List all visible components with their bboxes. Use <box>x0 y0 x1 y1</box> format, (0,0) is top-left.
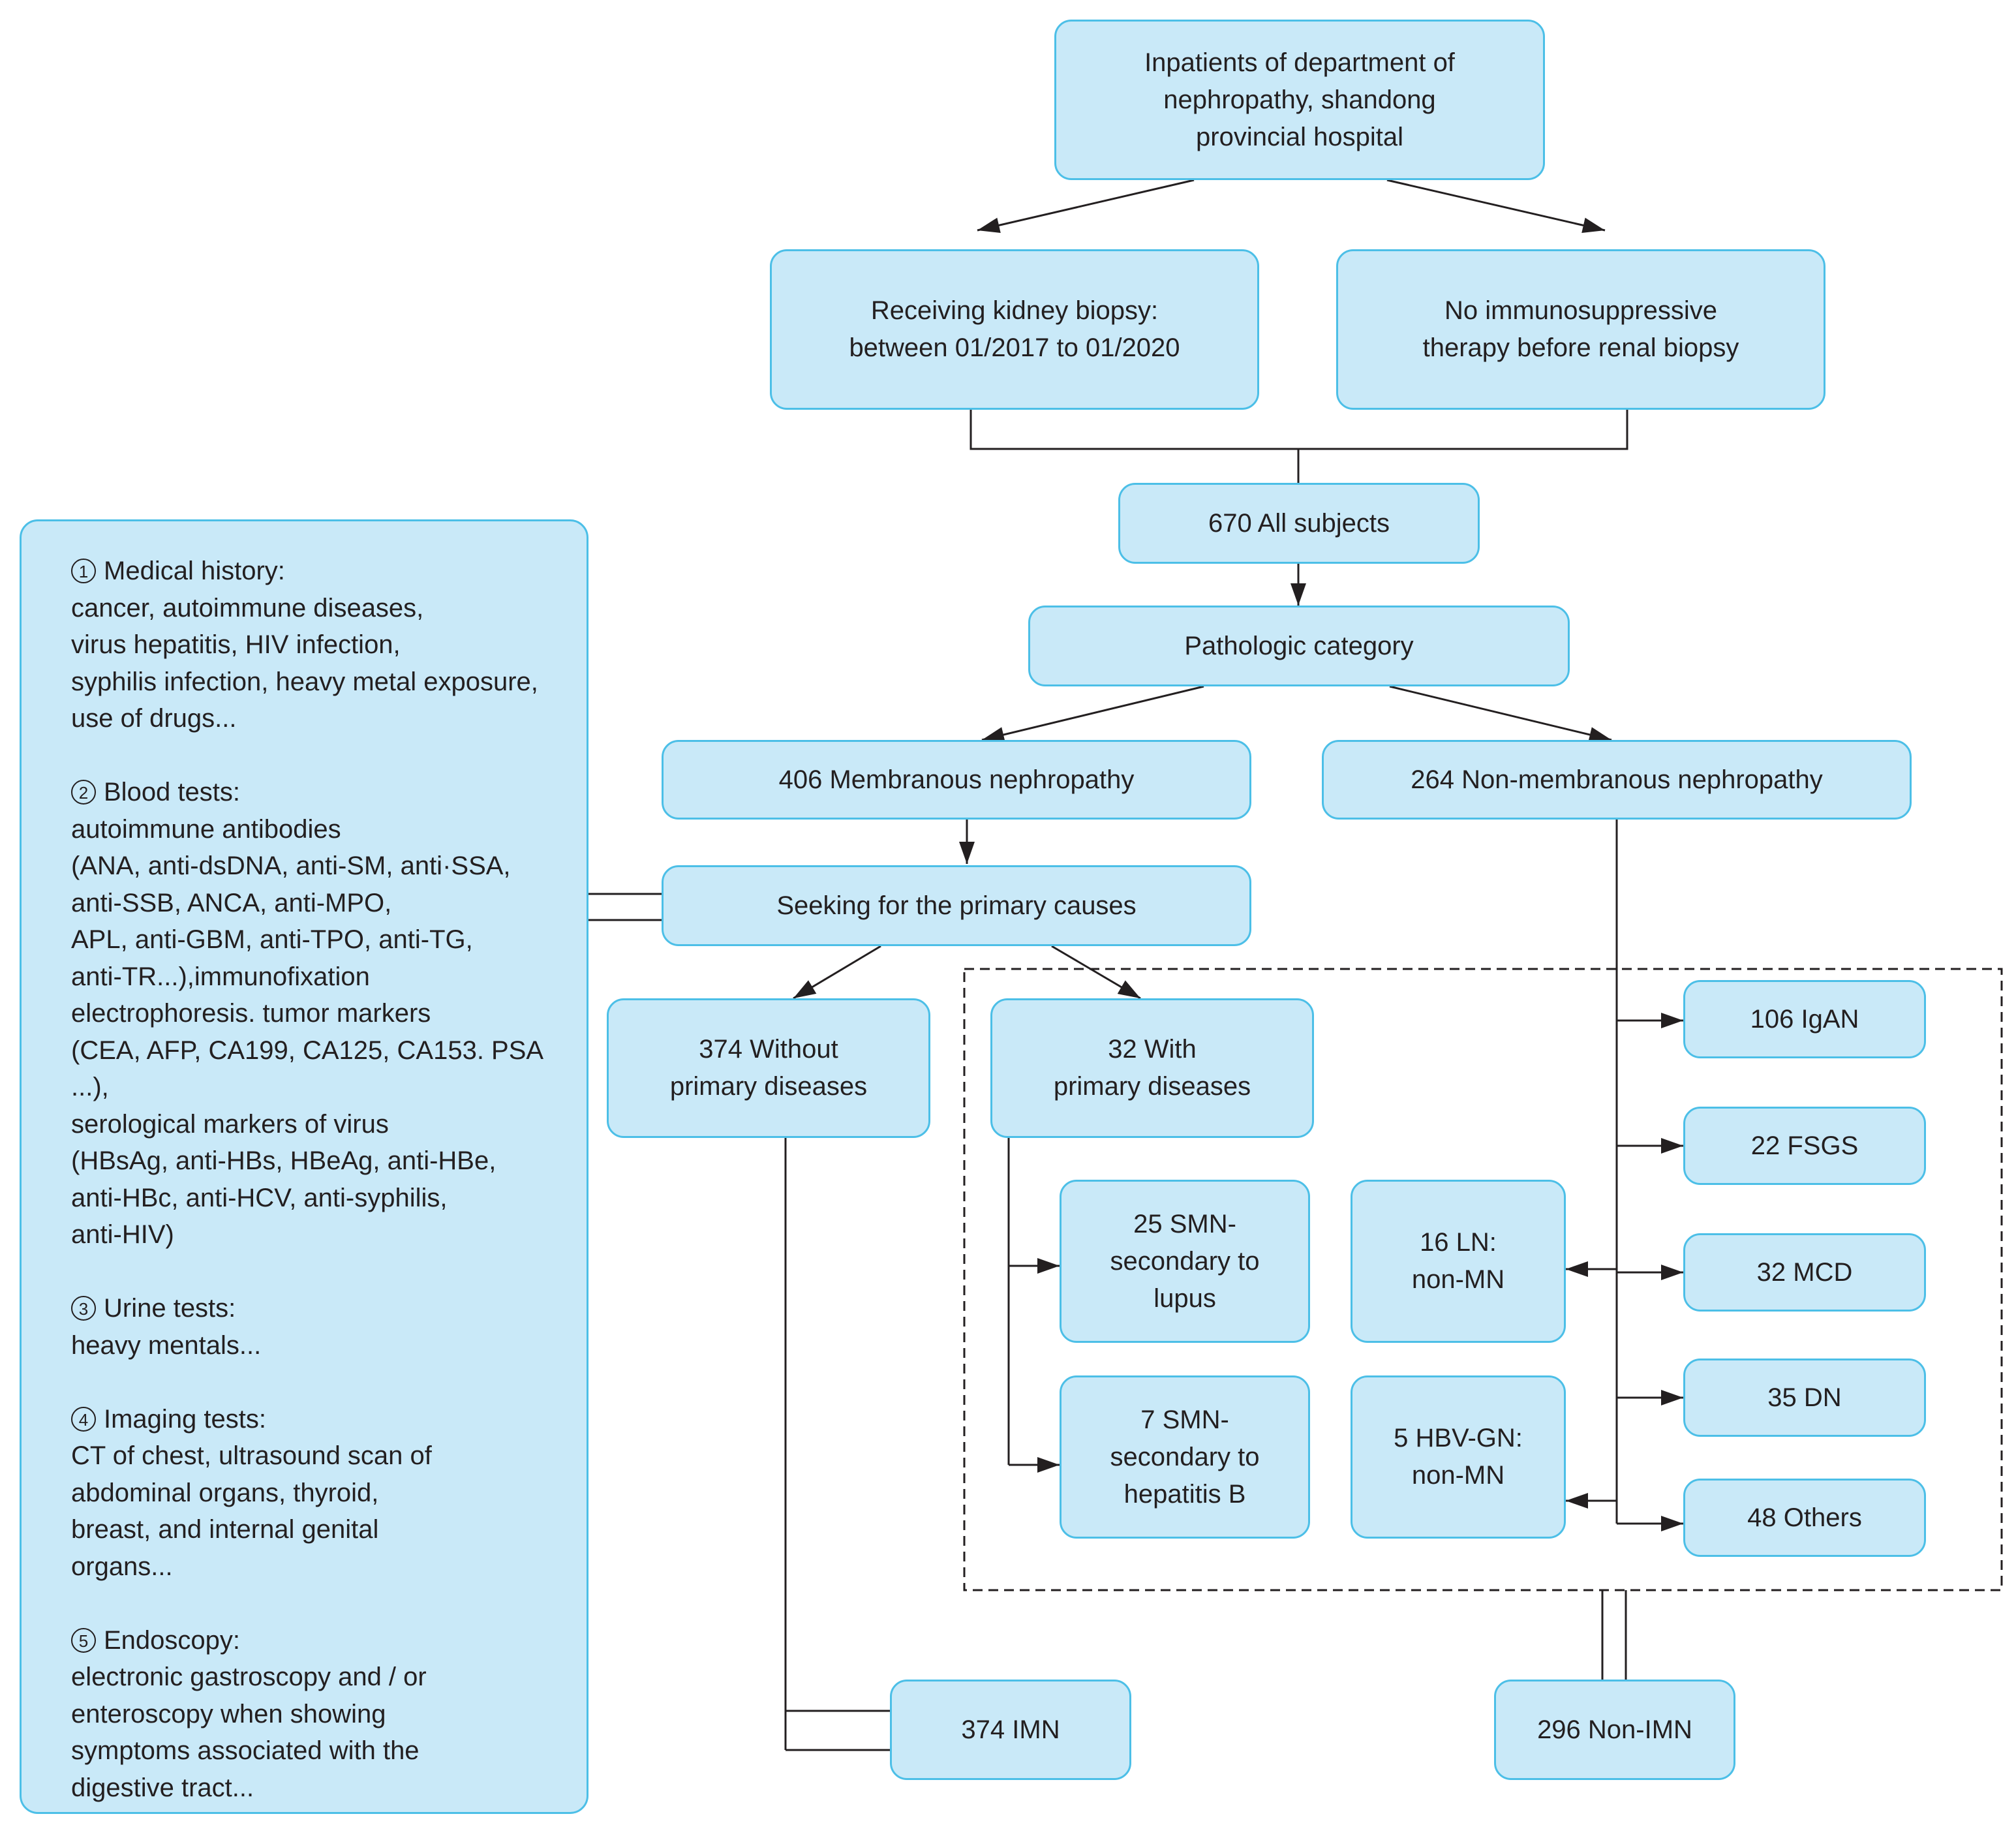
seeking-causes-box: Seeking for the primary causes <box>662 865 1251 946</box>
section-heading: 4 Imaging tests: <box>71 1401 560 1438</box>
heading-text: Urine tests: <box>104 1294 236 1323</box>
mcd-box: 32 MCD <box>1683 1233 1926 1312</box>
igan-box: 106 IgAN <box>1683 980 1926 1058</box>
section-heading: 1 Medical history: <box>71 553 560 590</box>
section-body: heavy mentals... <box>71 1330 262 1360</box>
hbv-gn-label: 5 HBV-GN: non-MN <box>1394 1424 1523 1490</box>
circled-number: 2 <box>71 780 96 805</box>
others-label: 48 Others <box>1747 1503 1862 1532</box>
imn-box: 374 IMN <box>890 1680 1131 1780</box>
dn-box: 35 DN <box>1683 1359 1926 1437</box>
no-immunosuppressive-box: No immunosuppressive therapy before rena… <box>1336 249 1825 410</box>
screening-criteria-panel: 1 Medical history: cancer, autoimmune dis… <box>20 519 588 1814</box>
with-primary-box: 32 With primary diseases <box>990 998 1314 1138</box>
dashed-group-frame <box>963 968 2003 1591</box>
smn-lupus-label: 25 SMN- secondary to lupus <box>1110 1209 1260 1313</box>
section-heading: 5 Endoscopy: <box>71 1622 560 1659</box>
dn-label: 35 DN <box>1767 1383 1842 1412</box>
section-medical-history: 1 Medical history: cancer, autoimmune dis… <box>71 553 560 737</box>
membranous-box: 406 Membranous nephropathy <box>662 740 1251 820</box>
pathologic-category-label: Pathologic category <box>1184 631 1414 660</box>
mcd-label: 32 MCD <box>1756 1257 1853 1287</box>
circled-number: 1 <box>71 559 96 583</box>
arrow-inpatients-to-no-immuno <box>1386 179 1606 234</box>
all-subjects-label: 670 All subjects <box>1208 508 1390 538</box>
section-body: CT of chest, ultrasound scan of abdomina… <box>71 1441 432 1581</box>
inpatients-label: Inpatients of department of nephropathy,… <box>1144 48 1455 151</box>
circled-number: 3 <box>71 1296 96 1321</box>
hbv-gn-box: 5 HBV-GN: non-MN <box>1351 1375 1566 1539</box>
non-imn-label: 296 Non-IMN <box>1537 1715 1692 1744</box>
section-heading: 3 Urine tests: <box>71 1290 560 1327</box>
section-body: cancer, autoimmune diseases, virus hepat… <box>71 593 538 733</box>
inpatients-box: Inpatients of department of nephropathy,… <box>1054 20 1545 180</box>
no-immunosuppressive-label: No immunosuppressive therapy before rena… <box>1422 296 1739 362</box>
circled-number: 4 <box>71 1406 96 1432</box>
section-urine-tests: 3 Urine tests: heavy mentals... <box>71 1290 560 1364</box>
pathologic-category-box: Pathologic category <box>1028 606 1570 686</box>
non-membranous-box: 264 Non-membranous nephropathy <box>1322 740 1912 820</box>
heading-text: Blood tests: <box>104 778 241 806</box>
section-imaging-tests: 4 Imaging tests: CT of chest, ultrasound … <box>71 1401 560 1586</box>
without-primary-label: 374 Without primary diseases <box>669 1035 868 1101</box>
circled-number: 5 <box>71 1627 96 1653</box>
all-subjects-box: 670 All subjects <box>1118 483 1480 564</box>
ln-box: 16 LN: non-MN <box>1351 1180 1566 1343</box>
arrow-pathologic-to-non-mn <box>1389 685 1612 743</box>
ln-label: 16 LN: non-MN <box>1411 1228 1505 1294</box>
non-imn-box: 296 Non-IMN <box>1494 1680 1735 1780</box>
section-body: electronic gastroscopy and / or enterosc… <box>71 1663 427 1802</box>
heading-text: Imaging tests: <box>104 1404 267 1434</box>
section-body: autoimmune antibodies (ANA, anti-dsDNA, … <box>71 814 542 1250</box>
section-endoscopy: 5 Endoscopy: electronic gastroscopy and /… <box>71 1622 560 1807</box>
section-heading: 2 Blood tests: <box>71 774 560 811</box>
smn-hepatitis-b-label: 7 SMN- secondary to hepatitis B <box>1110 1405 1260 1509</box>
smn-hepatitis-b-box: 7 SMN- secondary to hepatitis B <box>1060 1375 1310 1539</box>
non-membranous-label: 264 Non-membranous nephropathy <box>1411 765 1823 794</box>
heading-text: Medical history: <box>104 557 285 585</box>
membranous-label: 406 Membranous nephropathy <box>778 765 1135 794</box>
with-primary-label: 32 With primary diseases <box>1053 1035 1251 1101</box>
arrow-seeking-to-with <box>1051 945 1141 1000</box>
smn-lupus-box: 25 SMN- secondary to lupus <box>1060 1180 1310 1343</box>
fsgs-label: 22 FSGS <box>1750 1131 1859 1160</box>
kidney-biopsy-label: Receiving kidney biopsy: between 01/2017… <box>849 296 1180 362</box>
arrow-seeking-to-without <box>793 945 881 1000</box>
others-box: 48 Others <box>1683 1479 1926 1557</box>
igan-label: 106 IgAN <box>1750 1004 1859 1034</box>
section-blood-tests: 2 Blood tests: autoimmune antibodies (ANA… <box>71 774 560 1253</box>
arrow-pathologic-to-mn <box>981 685 1204 743</box>
kidney-biopsy-box: Receiving kidney biopsy: between 01/2017… <box>770 249 1259 410</box>
merge-bracket <box>970 410 1628 450</box>
imn-label: 374 IMN <box>961 1715 1060 1744</box>
fsgs-box: 22 FSGS <box>1683 1107 1926 1185</box>
heading-text: Endoscopy: <box>104 1625 241 1655</box>
seeking-causes-label: Seeking for the primary causes <box>776 891 1137 920</box>
arrow-inpatients-to-biopsy <box>977 179 1195 234</box>
without-primary-box: 374 Without primary diseases <box>607 998 930 1138</box>
